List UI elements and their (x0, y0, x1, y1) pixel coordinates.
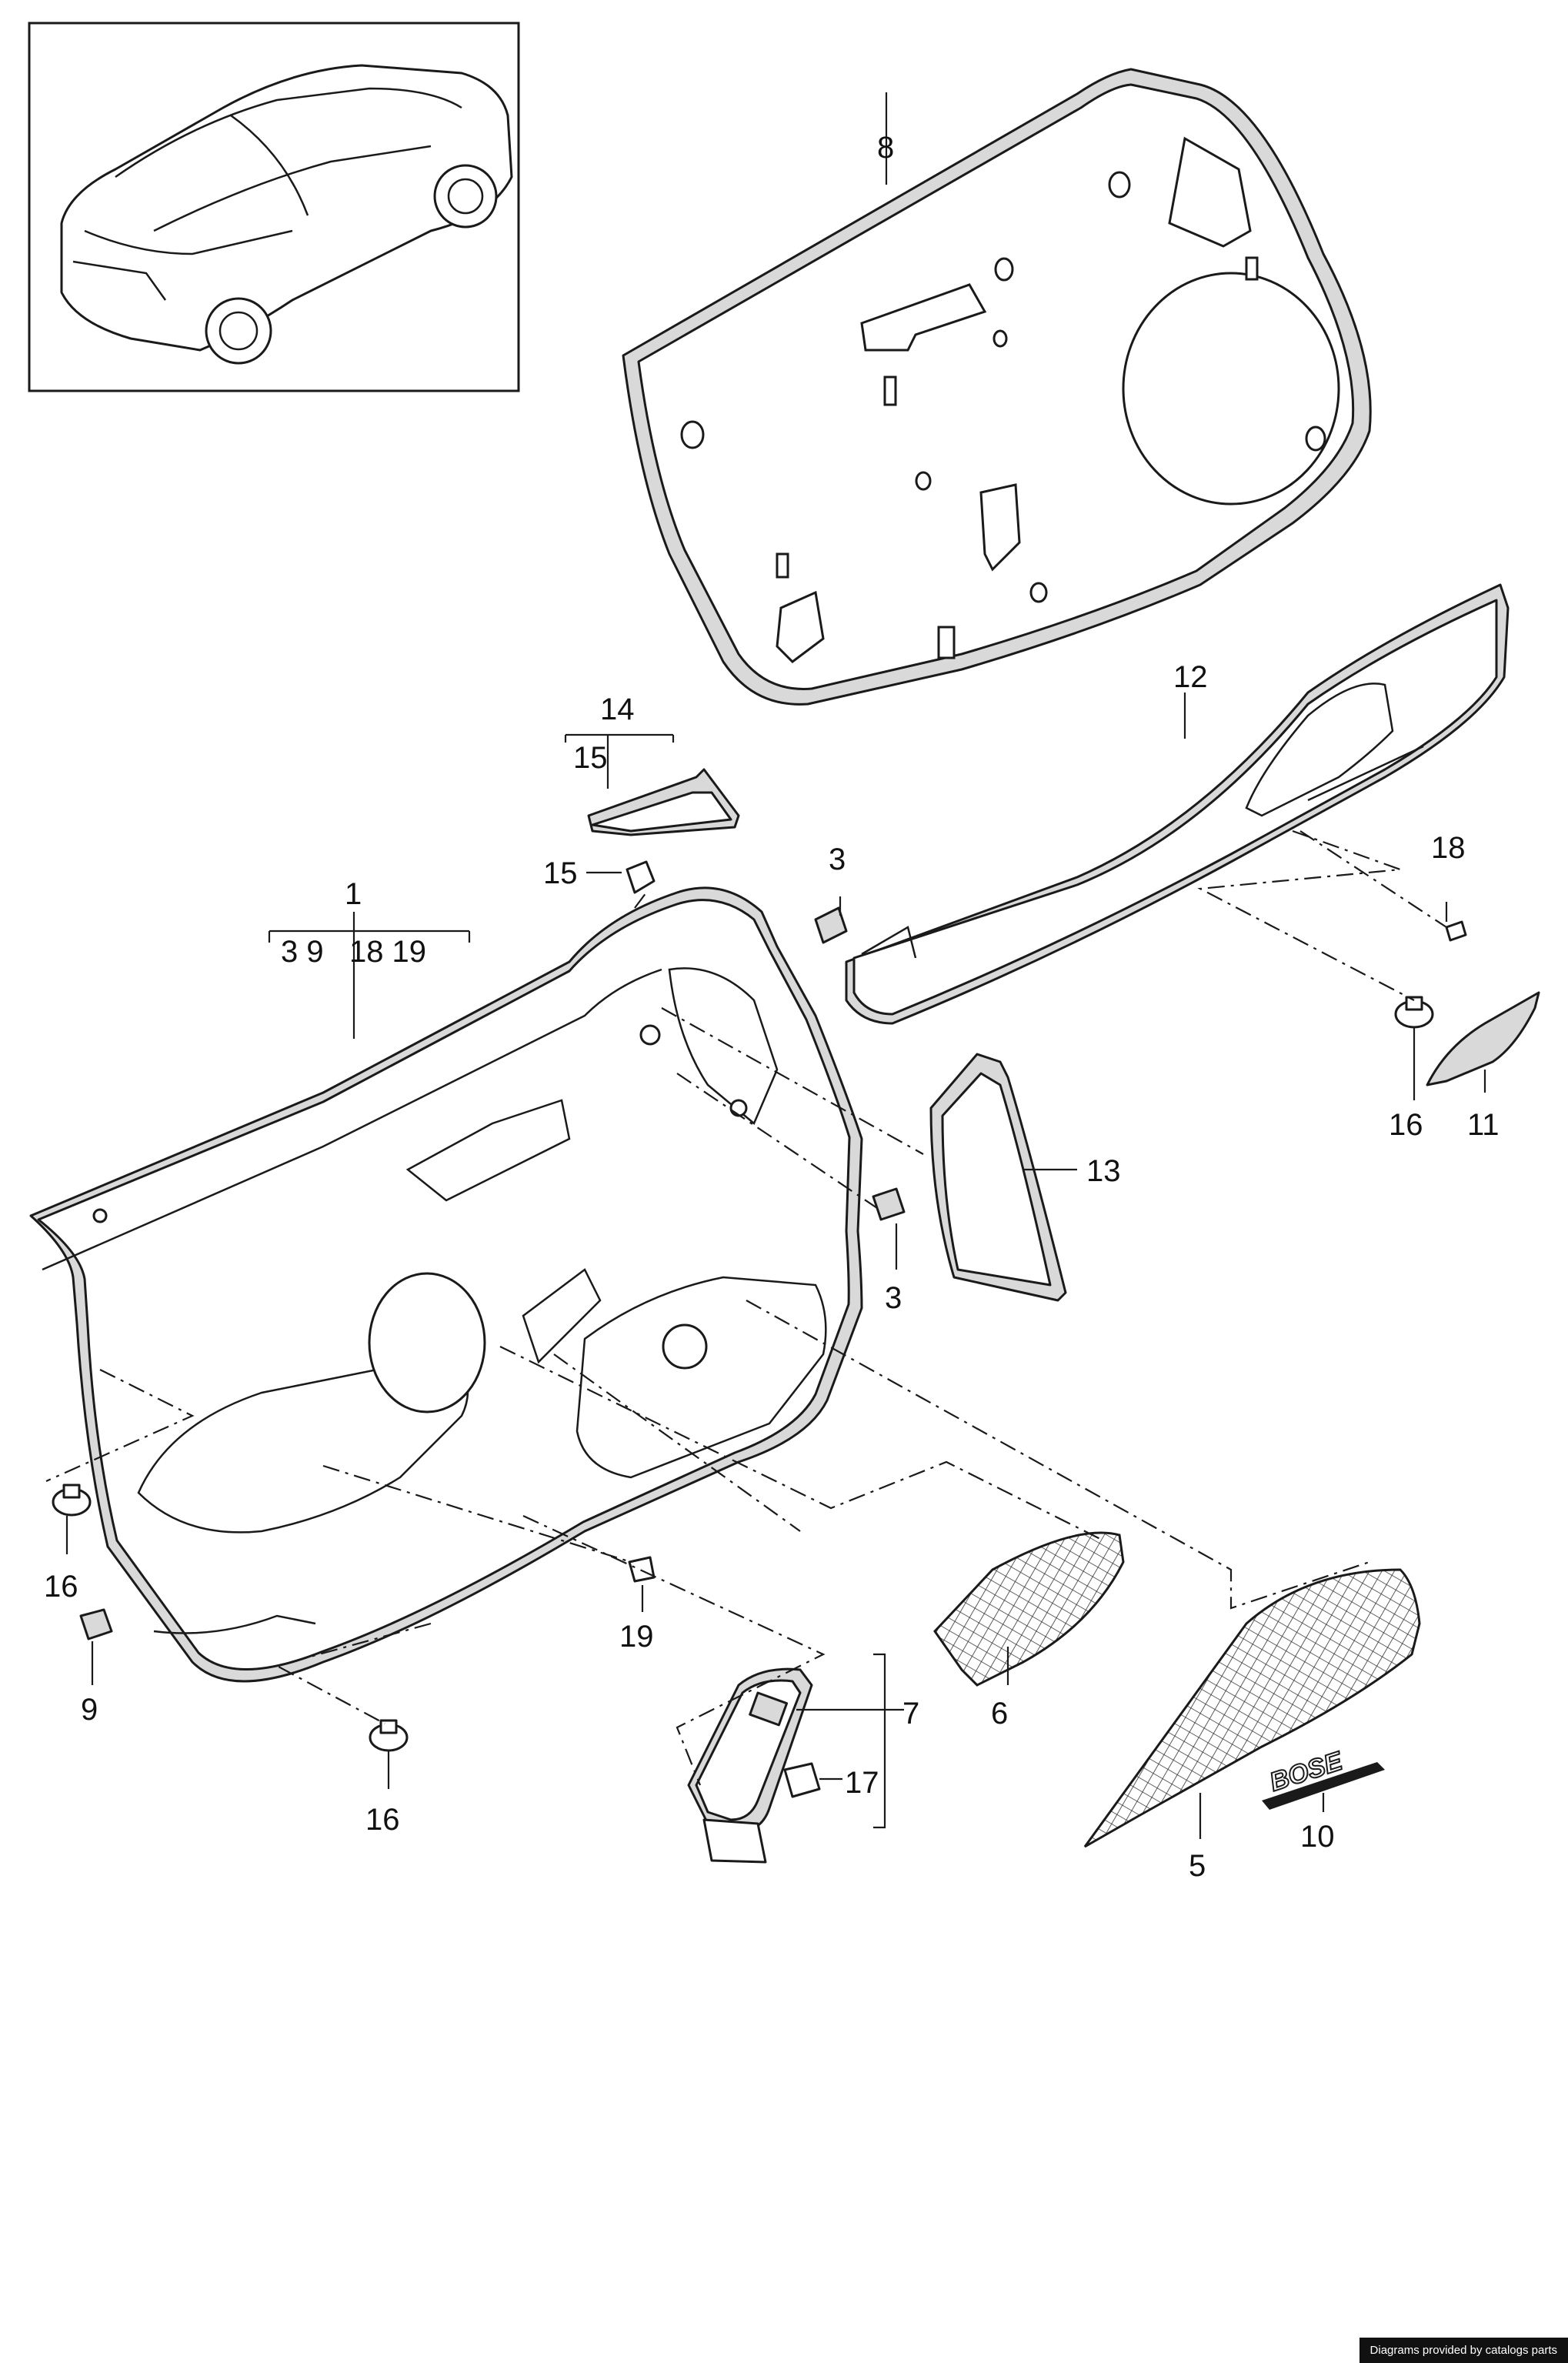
part-16-bolt-left (52, 1484, 92, 1517)
leader-lines (65, 92, 1486, 1839)
callout-17: 17 (845, 1766, 879, 1800)
callout-12: 12 (1173, 660, 1208, 694)
callout-16-right: 16 (1389, 1108, 1423, 1142)
callout-10: 10 (1300, 1820, 1335, 1854)
callout-16-bottom: 16 (365, 1803, 400, 1837)
callout-6: 6 (991, 1697, 1008, 1731)
part-3-clip-upper (814, 906, 848, 944)
callout-1-sub-parts: 3 9 18 19 (281, 935, 426, 969)
part-11-cover (1426, 991, 1540, 1086)
vehicle-locator-inset (28, 22, 520, 392)
assembly-lines (45, 829, 1447, 1786)
callout-19: 19 (619, 1620, 654, 1654)
part-1-door-trim-panel (29, 886, 863, 1683)
callout-9: 9 (81, 1693, 98, 1727)
part-15-clip (626, 860, 656, 894)
callout-14-sub-15: 15 (573, 741, 608, 775)
part-9-nut (79, 1608, 113, 1640)
callout-7: 7 (902, 1697, 919, 1731)
part-13-quarter-trim (929, 1053, 1067, 1302)
callout-1: 1 (345, 877, 362, 911)
callout-13: 13 (1086, 1154, 1121, 1188)
callout-16-left: 16 (44, 1570, 78, 1604)
callout-15: 15 (543, 856, 578, 890)
callout-8: 8 (877, 131, 894, 165)
callout-3-lower: 3 (885, 1281, 902, 1315)
part-19-screw (628, 1556, 656, 1583)
diagram-credit: Diagrams provided by catalogs parts (1359, 2338, 1568, 2363)
callout-3-upper: 3 (829, 843, 846, 876)
part-6-grille (933, 1531, 1125, 1687)
callout-5: 5 (1189, 1849, 1206, 1883)
part-3-clip-lower (872, 1187, 906, 1221)
part-8-door-panel (622, 68, 1372, 706)
callout-14: 14 (600, 693, 635, 726)
part-14-cap (587, 768, 740, 836)
callout-11: 11 (1467, 1108, 1500, 1142)
callout-18: 18 (1431, 831, 1466, 865)
part-18-screw (1445, 920, 1467, 942)
part-7-switch-housing (687, 1667, 813, 1864)
part-16-bolt-bottom (369, 1719, 409, 1752)
part-16-bolt-right (1394, 996, 1434, 1029)
part-17-clip (783, 1762, 821, 1798)
part-5-grille (1083, 1568, 1421, 1848)
callout-labels: 8 12 14 15 15 3 18 1 3 9 18 19 13 3 16 1… (44, 131, 1500, 1883)
part-12-lower-trim-strip (845, 583, 1510, 1025)
